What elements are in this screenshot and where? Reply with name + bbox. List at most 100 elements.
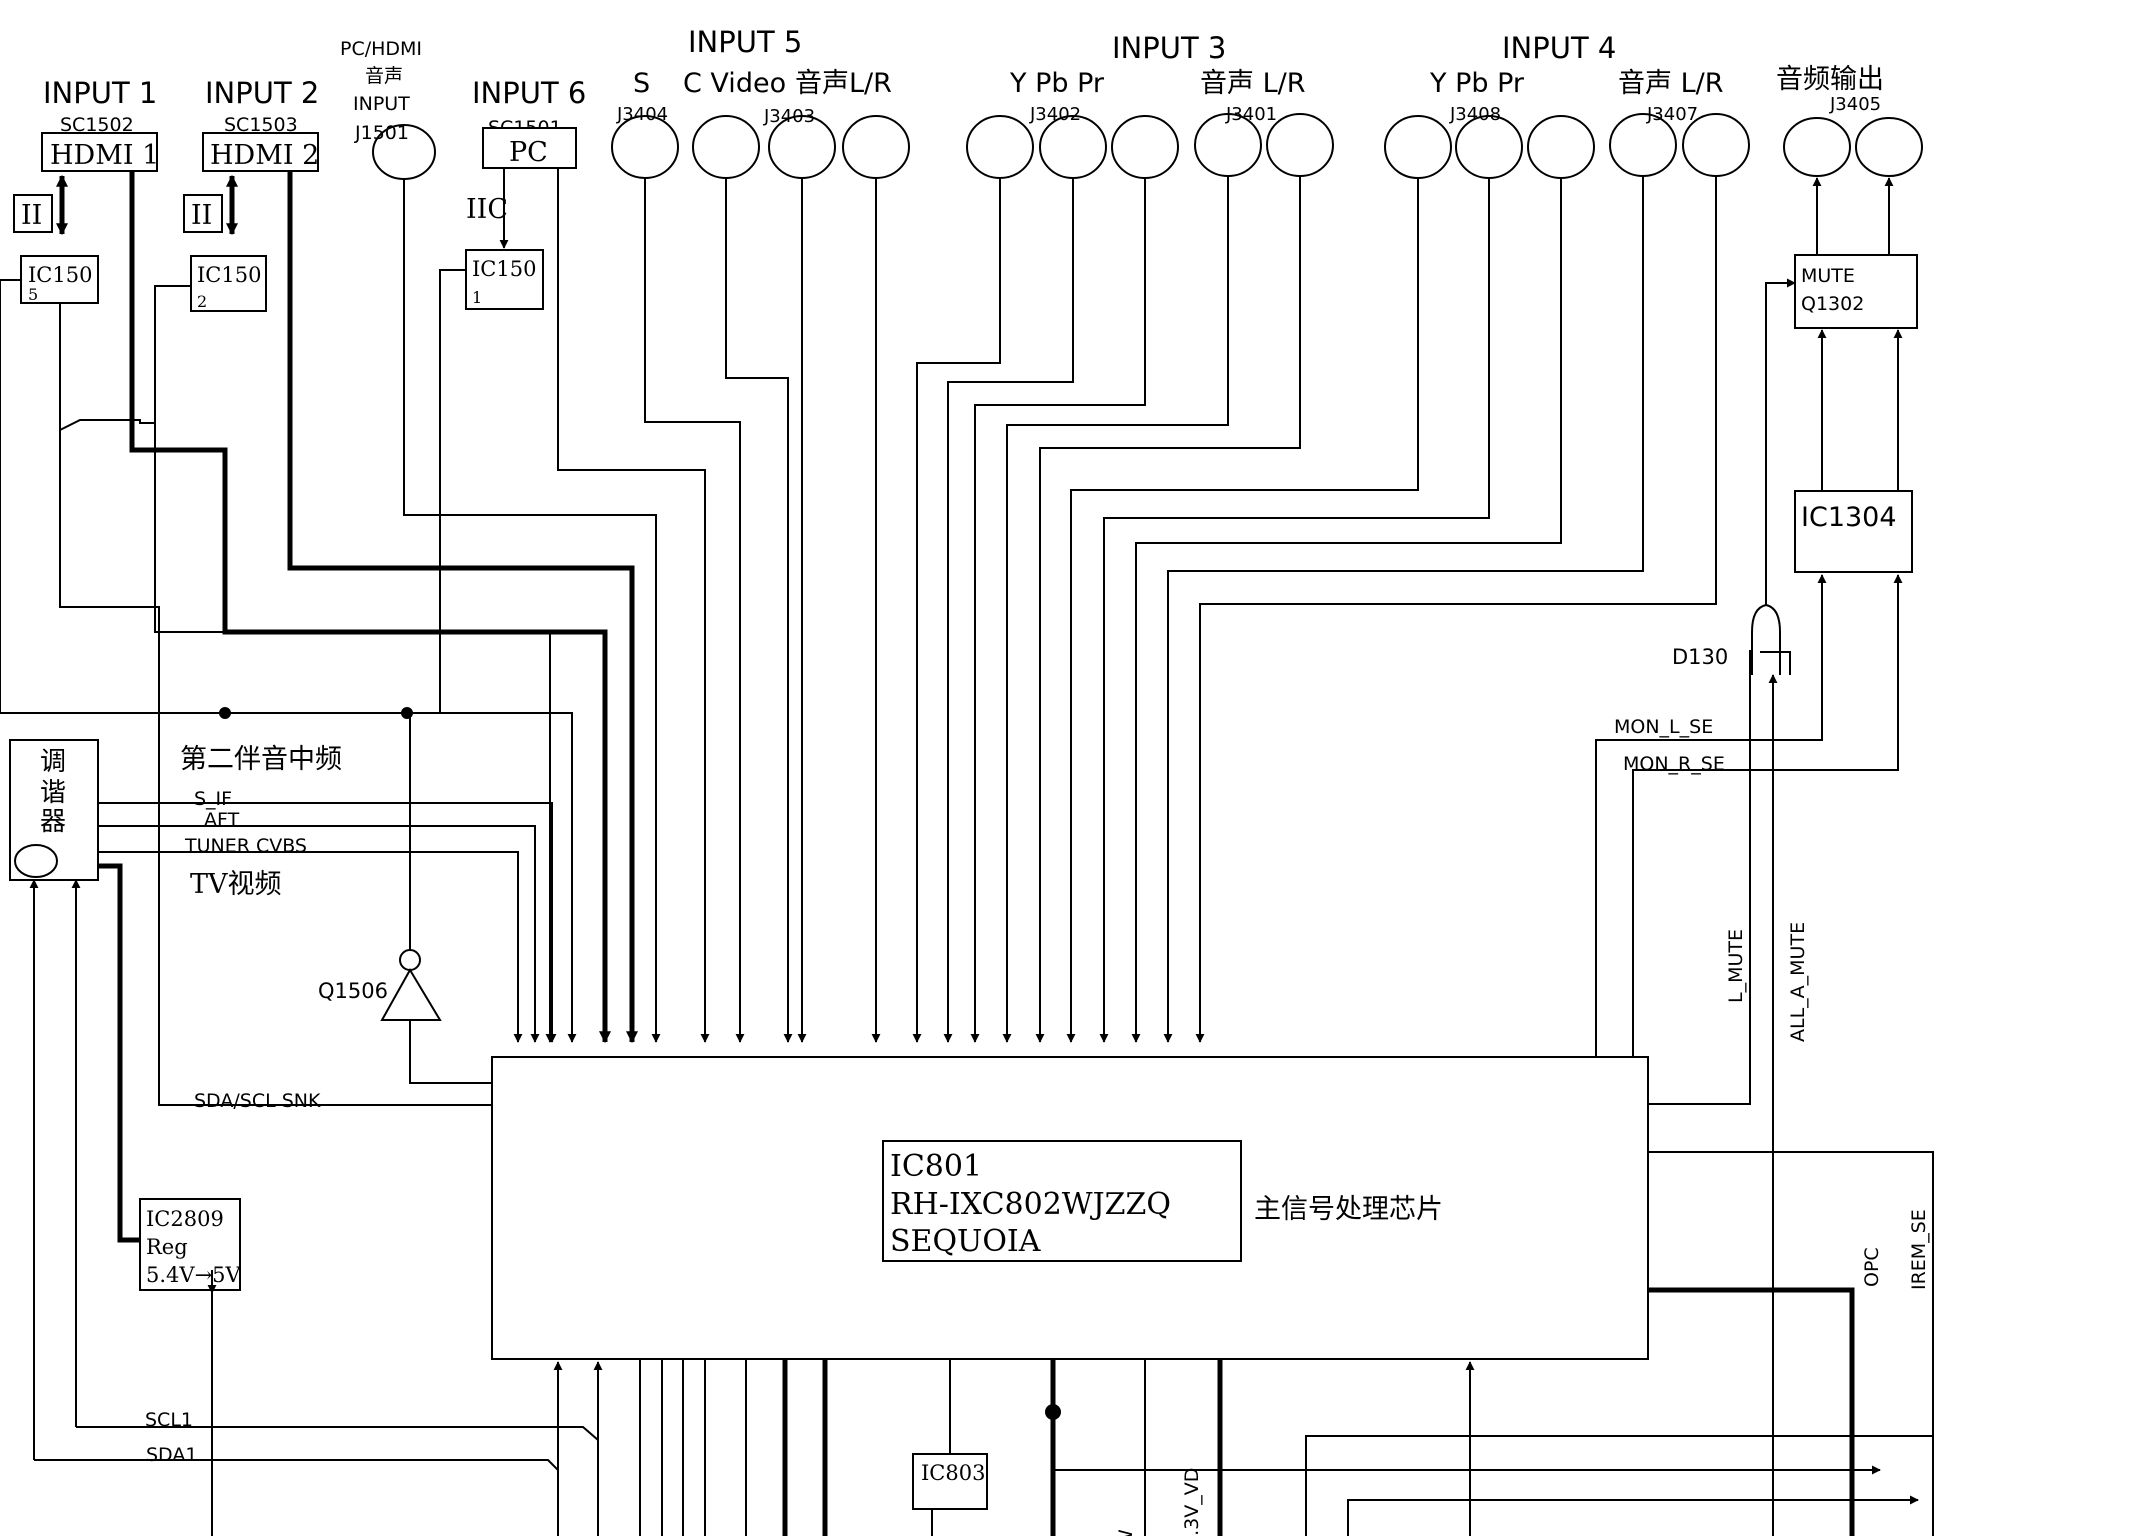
pb-3-jack [1039, 115, 1107, 179]
3v3-vd-label: 3.3V_VD [1181, 1468, 1203, 1536]
q1506-label: Q1506 [318, 979, 388, 1003]
j3405-label: J3405 [1829, 94, 1881, 115]
j3401-label: J3401 [1225, 104, 1277, 125]
main-chip-label-box [882, 1140, 1242, 1262]
audio-out-l-jack [1783, 117, 1851, 177]
q1506-buffer [380, 949, 442, 1021]
ic1505-suffix: 5 [28, 285, 38, 304]
input5-heading: INPUT 5 [688, 25, 802, 59]
input3-heading: INPUT 3 [1112, 31, 1226, 65]
audio-out-heading: 音频输出 [1776, 64, 1884, 95]
ic1304-label: IC1304 [1801, 502, 1897, 533]
mon-l-se-label: MON_L_SE [1614, 716, 1713, 738]
audio-r-5-jack [842, 115, 910, 179]
irem-se-label: IREM_SE [1908, 1209, 1930, 1290]
hdmi1-connector [41, 132, 158, 172]
tv-video-label: TV视频 [190, 869, 282, 900]
ic1304-box [1794, 490, 1913, 573]
reg-voltage-label: 5.4V→5V [146, 1263, 242, 1287]
svg-text:PC/HDMI: PC/HDMI [340, 38, 422, 60]
hdmi1-label: HDMI 1 [50, 140, 159, 171]
sc1502-label: SC1502 [60, 114, 134, 136]
ii-bus-2-label: II [191, 200, 212, 231]
ii-bus-1-box [13, 194, 53, 233]
ic803-label: IC803 [921, 1461, 985, 1485]
main-chip-description: 主信号处理芯片 [1254, 1194, 1443, 1225]
second-sif-label: 第二伴音中频 [180, 744, 342, 775]
ic1502-box [190, 255, 267, 312]
tuner-antenna-jack [14, 844, 58, 878]
thick-wires [98, 171, 1855, 1536]
ic1505-label: IC150 [28, 263, 92, 287]
mute-label: MUTE [1801, 265, 1855, 287]
s-video-jack [611, 115, 679, 179]
mon-r-se-label: MON_R_SE [1623, 753, 1725, 775]
ii-bus-2-box [183, 194, 223, 233]
input1-heading: INPUT 1 [43, 76, 157, 110]
j3402-label: J3402 [1029, 104, 1081, 125]
ic1501-suffix: 1 [472, 288, 482, 307]
j3407-label: J3407 [1646, 104, 1698, 125]
ii-bus-1-label: II [21, 200, 42, 231]
tuner-box [9, 739, 99, 881]
s-if-label: S_IF [194, 788, 232, 810]
ic1501-box [465, 249, 544, 310]
iic-bus-label: IIC [466, 194, 508, 225]
input-headings: INPUT 1 INPUT 2 INPUT 6 INPUT 5 INPUT 3 … [43, 25, 1616, 110]
ic1502-label: IC150 [197, 263, 261, 287]
l-mute-label: L_MUTE [1725, 929, 1747, 1003]
input5-jacks [611, 115, 910, 179]
audio-lr-4-label: 音声 L/R [1618, 68, 1723, 99]
pc-hdmi-audio-heading: PC/HDMI 音声 INPUT [340, 38, 422, 115]
j3403-label: J3403 [763, 106, 815, 127]
audio-r-4-jack [1682, 113, 1750, 177]
svg-text:音声: 音声 [365, 65, 403, 87]
ic803-box [912, 1453, 988, 1510]
main-chip-part-number: RH-IXC802WJZZQ [890, 1187, 1171, 1222]
scl1-label: SCL1 [145, 1409, 193, 1431]
audio-lr-5-label: 音声L/R [795, 68, 892, 99]
d130-gate [1751, 603, 1781, 675]
thin-wires [0, 168, 1934, 1536]
q1302-label: Q1302 [1801, 293, 1864, 315]
j3404-label: J3404 [616, 104, 668, 125]
ic2809-label: IC2809 [146, 1207, 224, 1231]
hdmi2-connector [202, 132, 319, 172]
sc1503-label: SC1503 [224, 114, 298, 136]
reg-label: Reg [146, 1235, 188, 1259]
c-video-label: C Video [683, 68, 786, 99]
hdmi2-label: HDMI 2 [210, 140, 319, 171]
pb-4-jack [1455, 115, 1523, 179]
j3408-label: J3408 [1449, 104, 1501, 125]
audio-r-3-jack [1266, 113, 1334, 177]
pc-label: PC [509, 137, 548, 168]
ic1502-suffix: 2 [197, 292, 207, 311]
sda1-label: SDA1 [146, 1444, 197, 1466]
mute-q1302-box [1794, 254, 1918, 329]
pr-3-jack [1111, 115, 1179, 179]
ypbpr-3-label: Y Pb Pr [1009, 68, 1105, 99]
tuner-char-1: 调 [40, 747, 66, 777]
aft-label: AFT [204, 809, 240, 831]
audio-l-4-jack [1609, 113, 1677, 177]
audio-lr-3-label: 音声 L/R [1200, 68, 1305, 99]
tuner-cvbs-label: TUNER CVBS [184, 835, 307, 857]
d130-label: D130 [1672, 645, 1728, 669]
s-label: S [633, 68, 650, 99]
input2-heading: INPUT 2 [205, 76, 319, 110]
ic1501-label: IC150 [472, 257, 536, 281]
ii-bus-arrows [56, 174, 238, 236]
main-chip-name: IC801 [890, 1149, 982, 1184]
y-4-jack [1384, 115, 1452, 179]
pr-4-jack [1527, 115, 1595, 179]
input3-jacks [966, 113, 1334, 179]
y-3-jack [966, 115, 1034, 179]
opc-label: OPC [1861, 1247, 1883, 1287]
tuner-char-2: 谐 [40, 778, 66, 808]
all-a-mute-label: ALL_A_MUTE [1787, 922, 1809, 1042]
audio-out-jacks [1783, 117, 1923, 177]
ic2809-reg-box [139, 1198, 241, 1291]
main-chip-codename: SEQUOIA [890, 1224, 1041, 1259]
pc-connector [482, 127, 577, 169]
